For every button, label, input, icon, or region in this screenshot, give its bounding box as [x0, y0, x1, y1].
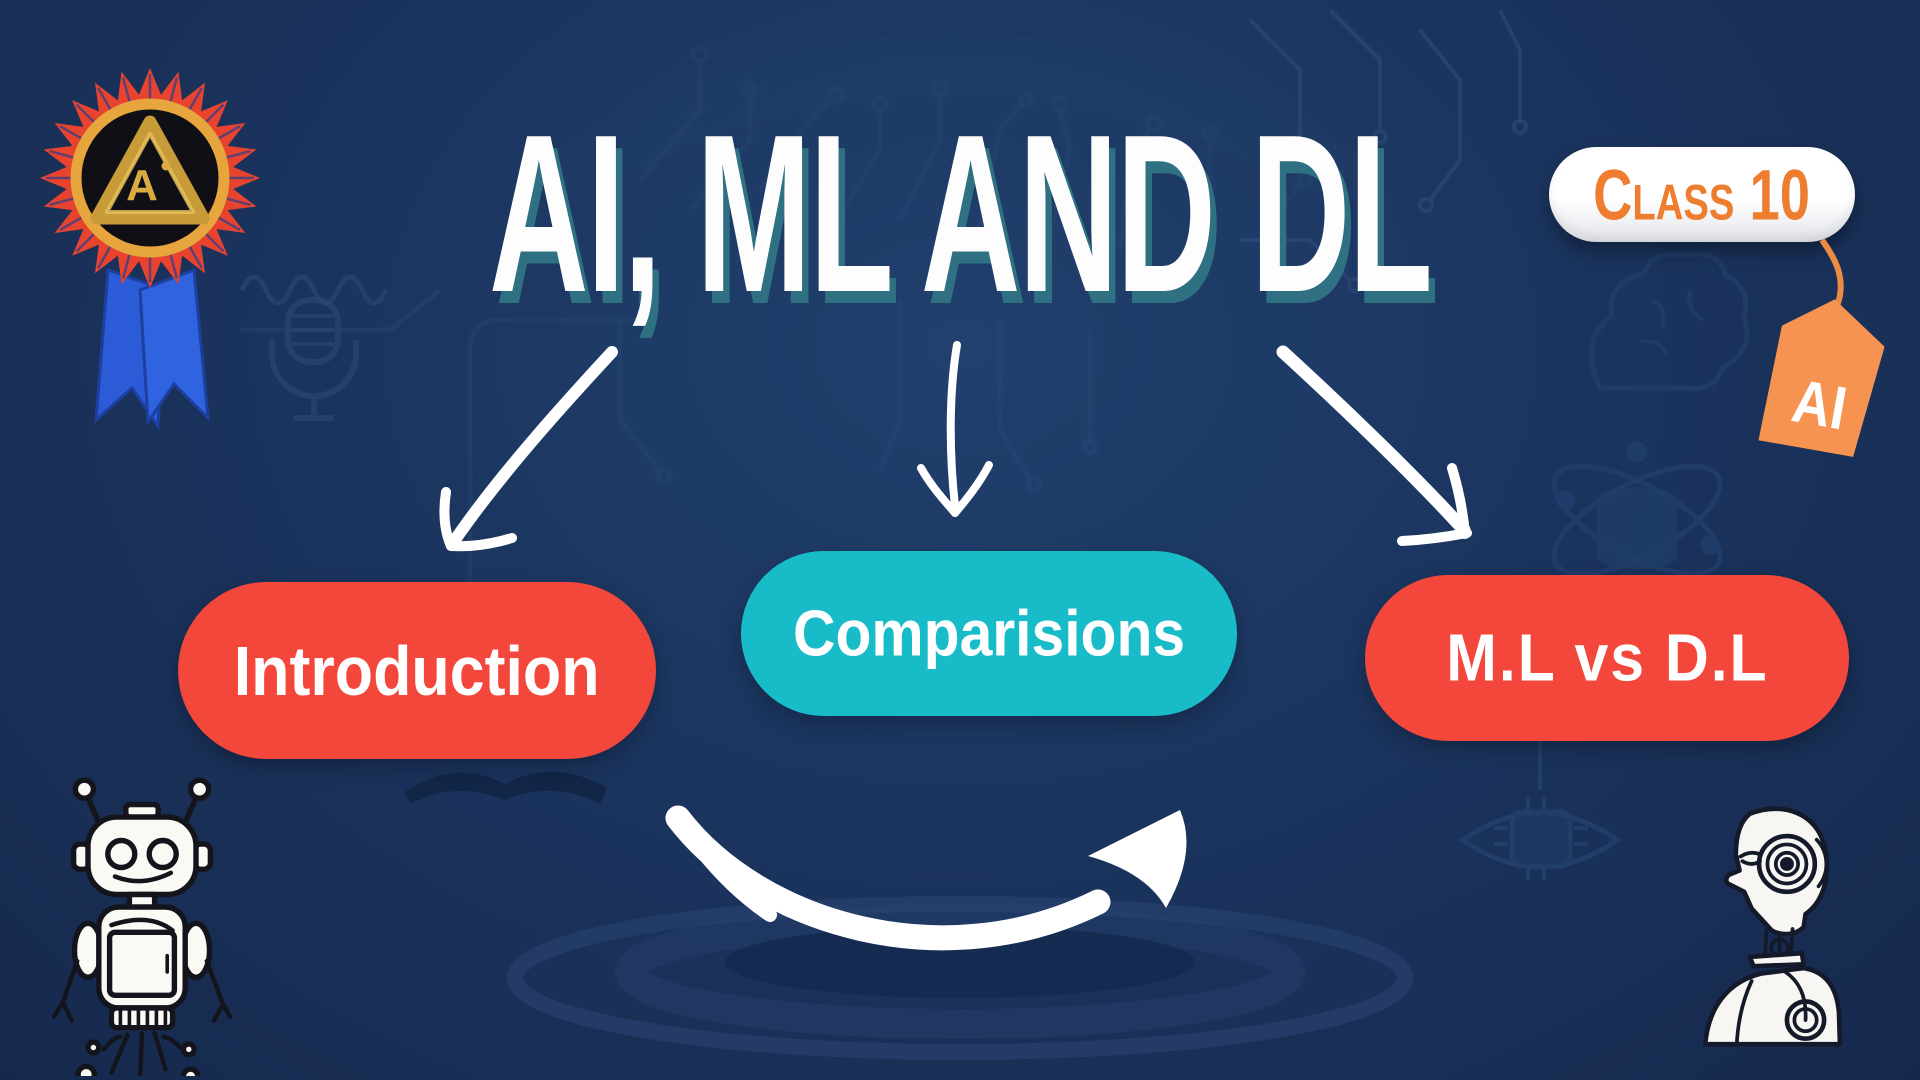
topic-pill-ml-vs-dl[interactable]: M.L vs D.L: [1365, 575, 1849, 741]
logo-letter: A: [126, 161, 158, 210]
circuit-trace-left: [240, 288, 640, 620]
brain-outline-icon: [1588, 251, 1750, 392]
ai-triangle-logo: A: [90, 115, 210, 225]
price-tag-icon: AI: [1758, 291, 1891, 459]
android-head-icon: [1702, 806, 1843, 1047]
class-badge: Class 10: [1549, 147, 1855, 242]
class-badge-label: Class 10: [1593, 154, 1811, 235]
tag-label: AI: [1787, 366, 1852, 444]
award-ribbon-icon: A: [40, 68, 260, 431]
atom-database-icon: [1551, 441, 1723, 577]
rosette-spokes: [46, 74, 254, 282]
microphone-icon: [269, 297, 359, 421]
ribbon-tails: [94, 267, 210, 431]
topic-label: Comparisions: [792, 597, 1186, 670]
curved-arrow-right-icon: [665, 805, 1187, 951]
open-book-icon: [404, 771, 607, 804]
topic-pill-introduction[interactable]: Introduction: [178, 582, 656, 759]
topic-label: M.L vs D.L: [1445, 620, 1769, 696]
page-title: AI, ML AND DL: [488, 87, 1433, 339]
topic-label: Introduction: [234, 631, 600, 710]
topic-pill-comparisions[interactable]: Comparisions: [741, 551, 1237, 716]
arrow-down-right-icon: [1276, 345, 1472, 546]
arrow-down-left-icon: [439, 346, 618, 552]
arrow-down-icon: [917, 341, 993, 517]
ripple-platform: [507, 896, 1413, 1060]
robot-icon: [52, 777, 232, 1076]
